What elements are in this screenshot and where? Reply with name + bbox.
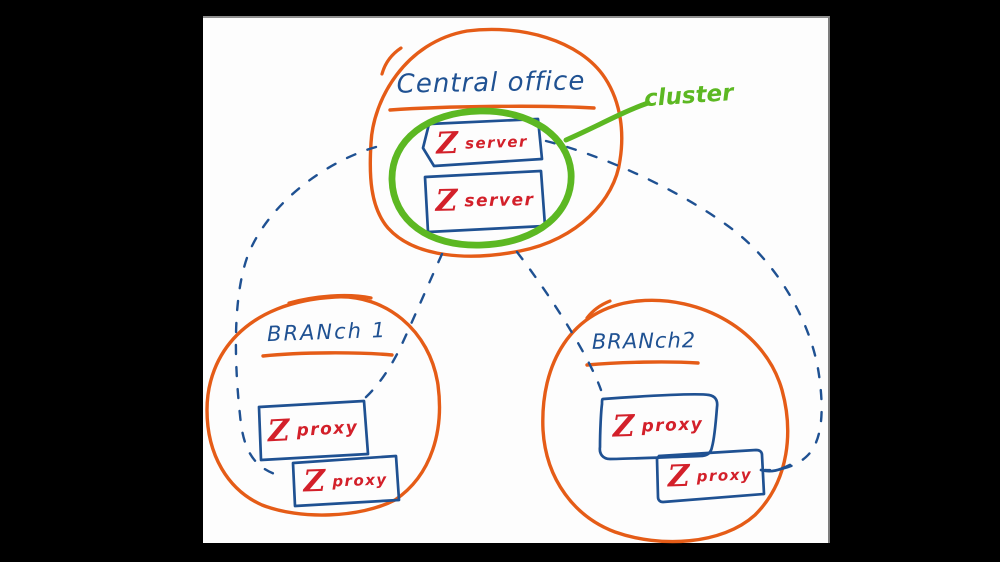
cluster-ellipse [388, 107, 575, 249]
branch2-circle [541, 298, 790, 544]
z-letter: Z [435, 125, 459, 162]
central-office-circle-tail [380, 46, 403, 76]
branch2-proxy2-node: Z proxy [656, 449, 764, 503]
branch1-proxy1-box [257, 399, 370, 462]
branch1-underline [261, 351, 394, 358]
node-role: proxy [641, 414, 704, 437]
branch2-title: BRANch2 [591, 328, 697, 354]
branch2-proxy2-box [655, 448, 766, 504]
branch1-proxy2-node: Z proxy [292, 455, 399, 506]
node-role: proxy [696, 465, 753, 486]
branch2-proxy1-box [598, 393, 719, 461]
branch1-proxy1-node: Z proxy [258, 399, 369, 461]
z-letter: Z [612, 408, 636, 445]
node-role: proxy [331, 470, 388, 490]
server2-node: Z server [426, 171, 545, 231]
central-office-title: Central office [396, 66, 586, 100]
branch1-circle-tail [287, 293, 373, 305]
branch1-title: BRANch 1 [266, 317, 388, 347]
z-letter: Z [435, 183, 458, 219]
z-letter: Z [266, 413, 291, 450]
link-branch2-proxy-connector [759, 463, 792, 473]
central-office-underline [388, 104, 596, 112]
node-role: server [464, 190, 535, 212]
link-central-branch1-outer-dashed [234, 145, 378, 478]
cluster-pointer-line [563, 100, 651, 143]
branch1-proxy2-box [291, 454, 401, 508]
z-letter: Z [302, 463, 326, 499]
link-central-branch2-dashed [515, 250, 603, 392]
branch2-circle-tail [585, 299, 612, 320]
central-office-circle [368, 27, 624, 258]
branch1-circle [205, 295, 442, 517]
whiteboard-canvas [203, 16, 830, 543]
server1-node: Z server [423, 118, 540, 167]
node-role: server [464, 131, 529, 153]
branch2-underline [585, 360, 700, 367]
link-central-branch1-dashed [363, 252, 444, 400]
branch2-proxy1-node: Z proxy [599, 394, 717, 458]
node-role: proxy [296, 417, 359, 441]
link-central-branch2-outer-dashed [544, 139, 823, 472]
z-letter: Z [667, 458, 691, 495]
